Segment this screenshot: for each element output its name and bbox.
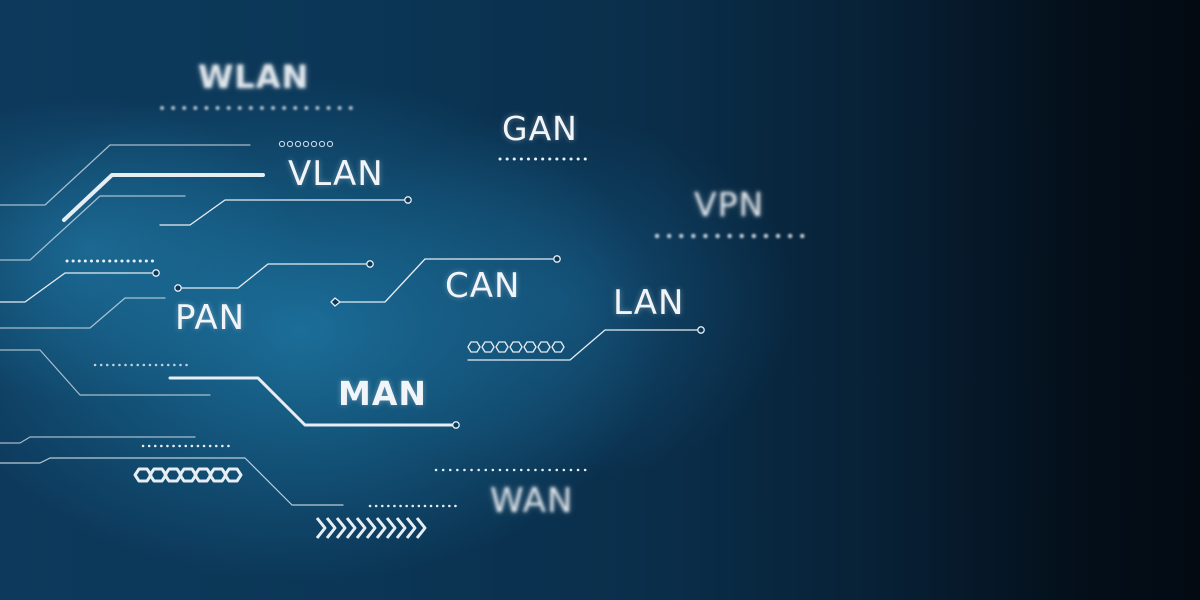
gan-label: GAN xyxy=(502,109,578,148)
trace-8 xyxy=(0,349,211,396)
vpn-label: VPN xyxy=(694,185,765,224)
trace-3 xyxy=(159,199,409,226)
trace-6 xyxy=(339,258,558,303)
trace-5 xyxy=(177,263,371,289)
vlan-circle-row xyxy=(278,140,334,148)
pan-label: PAN xyxy=(175,298,246,338)
lan-label: LAN xyxy=(613,283,685,323)
trace-10 xyxy=(0,436,196,444)
trace-4 xyxy=(0,272,157,303)
wlan-label: WLAN xyxy=(198,58,310,96)
can-label: CAN xyxy=(445,266,521,306)
trace-2 xyxy=(0,195,186,261)
vlan-label: VLAN xyxy=(288,154,384,194)
man-label: MAN xyxy=(338,374,427,413)
thick-trace-vlan xyxy=(62,173,265,222)
lan-hexagon-row xyxy=(467,341,565,353)
trace-9 xyxy=(467,329,702,361)
bold-hexagon-row xyxy=(133,467,243,483)
trace-11 xyxy=(0,457,344,506)
chevron-arrows xyxy=(315,517,427,539)
thick-trace-man xyxy=(168,376,458,427)
trace-7 xyxy=(0,297,166,329)
wan-label: WAN xyxy=(490,481,574,521)
trace-1 xyxy=(0,144,251,206)
